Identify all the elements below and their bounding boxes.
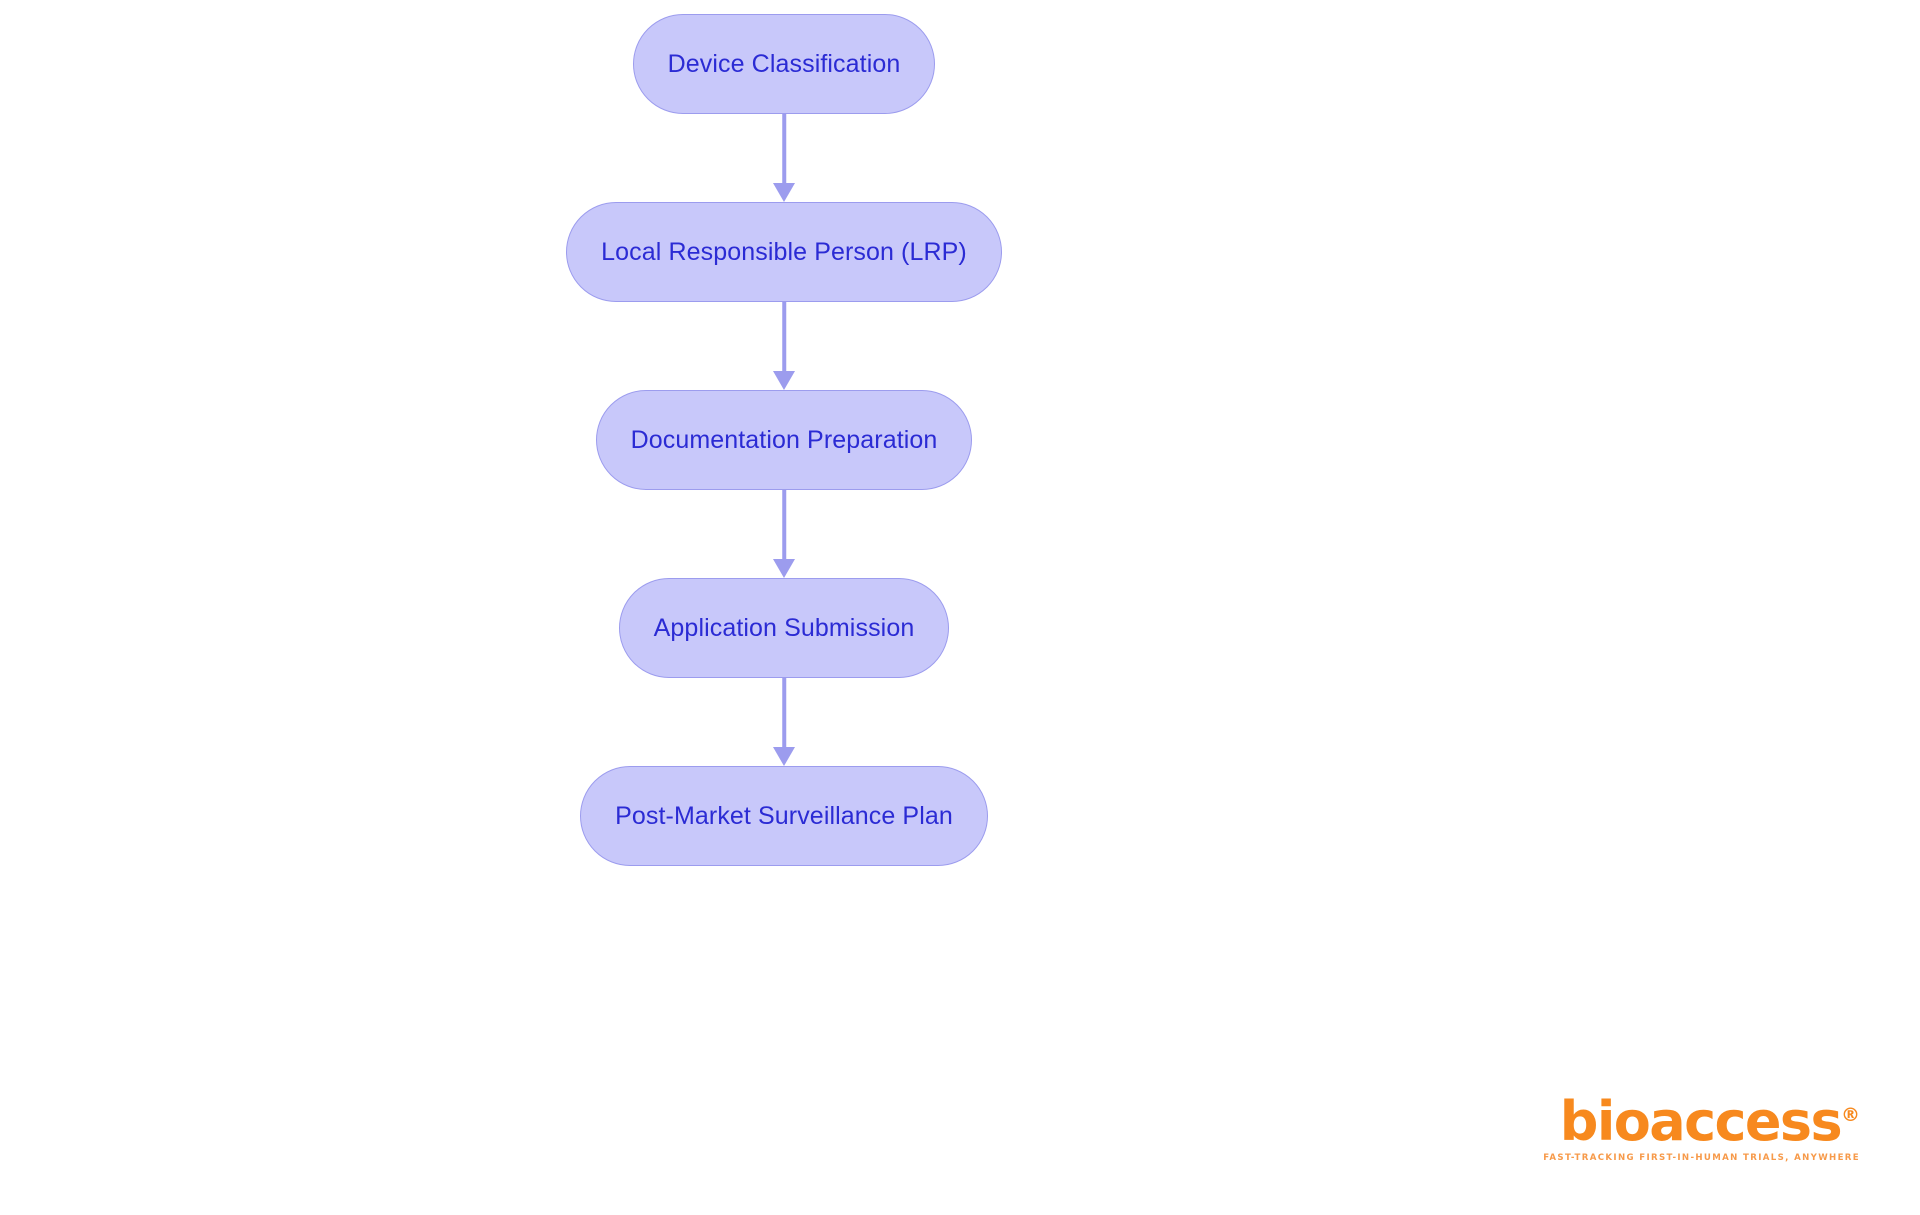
connector-line xyxy=(782,114,786,184)
arrow-head-icon xyxy=(773,747,795,766)
arrow-head-icon xyxy=(773,559,795,578)
flow-node-application-submission[interactable]: Application Submission xyxy=(618,578,950,678)
flow-node-label: Application Submission xyxy=(653,613,915,642)
logo-wordmark: bioaccess® xyxy=(1560,1095,1860,1149)
bioaccess-logo: bioaccess® FAST-TRACKING FIRST-IN-HUMAN … xyxy=(1543,1095,1860,1163)
flow-connector-1 xyxy=(771,114,797,202)
flow-connector-4 xyxy=(771,678,797,766)
flow-node-documentation-preparation[interactable]: Documentation Preparation xyxy=(595,390,973,490)
flow-node-label: Documentation Preparation xyxy=(630,425,938,454)
connector-line xyxy=(782,302,786,372)
logo-tagline: FAST-TRACKING FIRST-IN-HUMAN TRIALS, ANY… xyxy=(1543,1153,1860,1164)
registered-trademark-icon: ® xyxy=(1841,1104,1860,1127)
flow-node-chain: Device Classification Local Responsible … xyxy=(0,14,1568,866)
flow-node-label: Device Classification xyxy=(667,49,901,78)
connector-line xyxy=(782,490,786,560)
flow-node-label: Post-Market Surveillance Plan xyxy=(615,801,953,830)
flow-node-device-classification[interactable]: Device Classification xyxy=(632,14,936,114)
flow-node-label: Local Responsible Person (LRP) xyxy=(601,237,967,266)
flow-connector-2 xyxy=(771,302,797,390)
arrow-head-icon xyxy=(773,371,795,390)
logo-wordmark-text: bioaccess xyxy=(1559,1090,1843,1154)
arrow-head-icon xyxy=(773,183,795,202)
flow-connector-3 xyxy=(771,490,797,578)
flow-node-local-responsible-person[interactable]: Local Responsible Person (LRP) xyxy=(566,202,1002,302)
flow-node-post-market-surveillance-plan[interactable]: Post-Market Surveillance Plan xyxy=(580,766,988,866)
connector-line xyxy=(782,678,786,748)
